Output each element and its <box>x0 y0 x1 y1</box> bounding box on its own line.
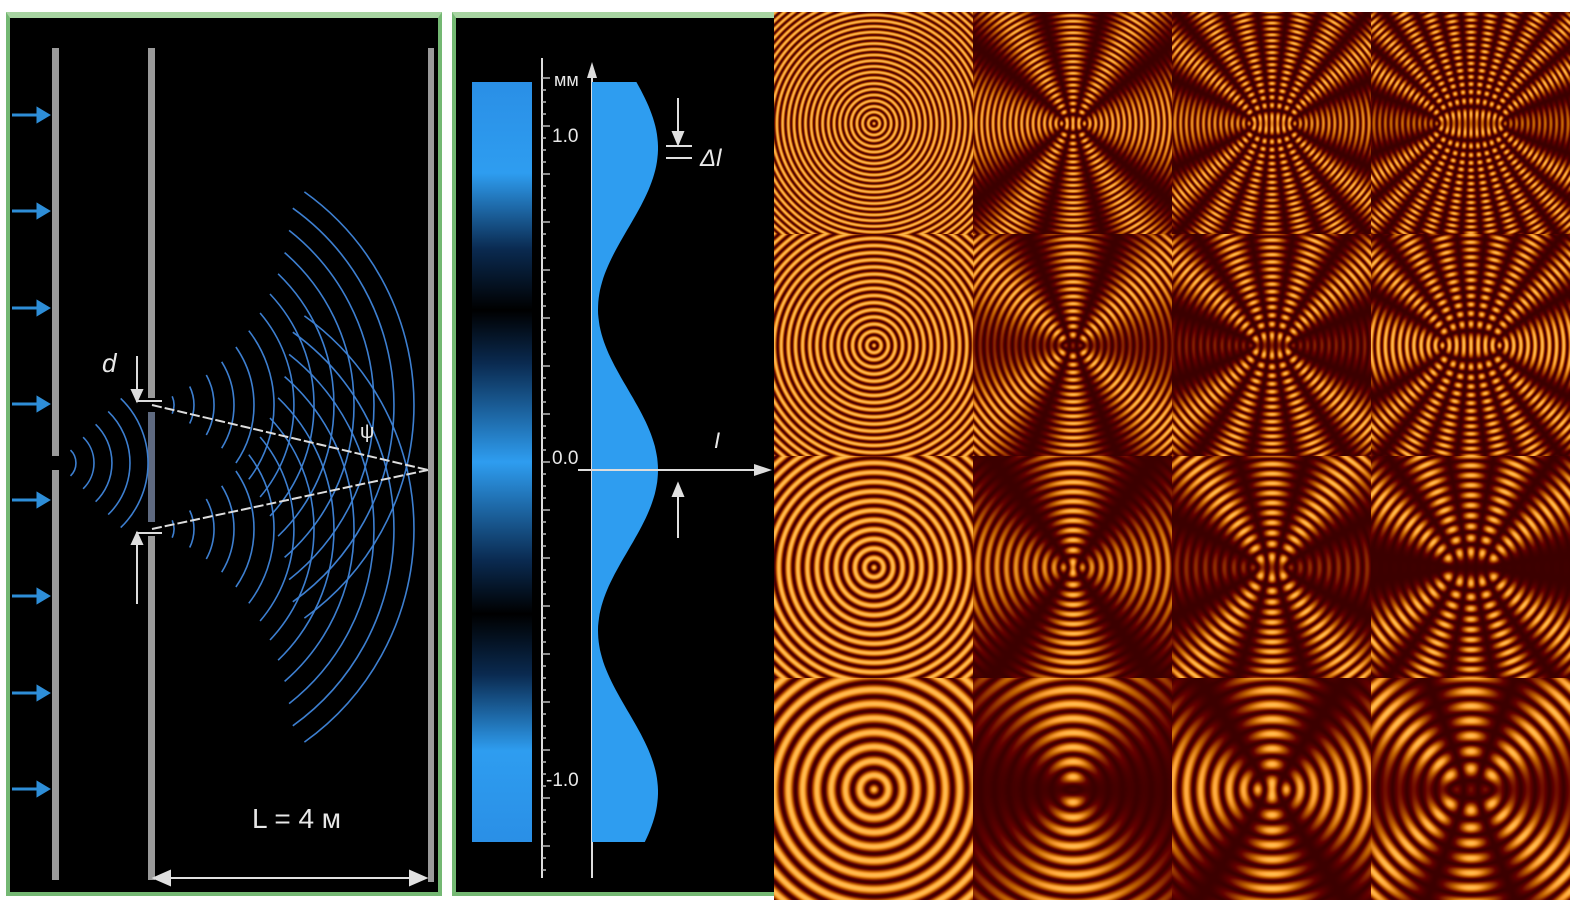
interference-pattern-tile <box>973 234 1172 456</box>
wavefronts <box>69 191 415 743</box>
second-screen-lower <box>148 536 155 880</box>
double-slit-diagram: d ψ L = 4 м <box>6 12 442 896</box>
fringe-strip <box>472 82 532 842</box>
arrow-icon <box>12 587 51 605</box>
first-screen-upper <box>52 48 59 456</box>
wavefront-arc <box>188 510 195 548</box>
arrow-icon <box>12 395 51 413</box>
wavefront-arc <box>171 395 175 415</box>
interference-pattern-tile <box>1371 678 1570 900</box>
incident-wave-arrows <box>12 106 51 798</box>
tick-label-top: 1.0 <box>552 126 578 147</box>
intensity-axis-label: I <box>714 428 720 453</box>
ray-upper <box>151 404 429 471</box>
ray-lines <box>151 404 429 530</box>
interference-pattern-tile <box>973 456 1172 678</box>
interference-pattern-tile <box>973 12 1172 234</box>
axis-unit-label: мм <box>554 70 579 90</box>
interference-pattern-tile <box>1371 234 1570 456</box>
wavefront-arc <box>288 229 375 581</box>
wavefront-arc <box>277 397 335 661</box>
wavefront-arc <box>205 498 215 560</box>
distance-label: L = 4 м <box>252 803 341 834</box>
double-slit-svg: d ψ L = 4 м <box>12 48 434 887</box>
interference-pattern-grid <box>774 12 1570 900</box>
wavefront-arc <box>205 374 215 436</box>
interference-pattern-tile <box>774 678 973 900</box>
wavefront-arc <box>120 397 149 529</box>
wavefront-arc <box>303 191 415 619</box>
wavefront-arc <box>292 207 395 603</box>
wavefront-arc <box>82 436 95 490</box>
wavefront-arc <box>107 410 131 516</box>
intensity-x-arrow-icon <box>754 464 772 476</box>
wavefront-arc <box>269 293 315 517</box>
interference-pattern-tile <box>1172 678 1371 900</box>
interference-pattern-tile <box>1371 12 1570 234</box>
arrow-icon <box>12 491 51 509</box>
arrow-icon <box>12 780 51 798</box>
fringe-spacing-label: Δl <box>699 145 722 172</box>
slit-distance-label: d <box>102 348 118 378</box>
interference-pattern-tile <box>774 456 973 678</box>
observation-screen <box>428 48 434 882</box>
interference-pattern-tile <box>1172 456 1371 678</box>
distance-arrow <box>151 869 429 887</box>
wavefront-arc <box>259 312 295 498</box>
wavefront-arc <box>277 273 335 537</box>
interference-pattern-tile <box>774 12 973 234</box>
interference-pattern-tile <box>973 678 1172 900</box>
wavefront-arc <box>221 485 235 573</box>
arrow-icon <box>12 684 51 702</box>
intensity-curve <box>592 82 658 842</box>
arrow-icon <box>12 202 51 220</box>
wavefront-arc <box>235 346 255 464</box>
wavefront-arc <box>292 331 395 727</box>
second-screen-upper <box>148 48 155 398</box>
scale-ticks <box>542 77 550 871</box>
wavefront-arc <box>284 375 355 683</box>
interference-pattern-tile <box>1172 12 1371 234</box>
wavefront-arc <box>269 417 315 641</box>
arrow-icon <box>12 106 51 124</box>
wavefront-arc <box>284 251 355 559</box>
tick-label-bottom: -1.0 <box>546 770 579 791</box>
wavefront-arc <box>188 386 195 424</box>
wavefront-arc <box>248 330 275 480</box>
second-screen-middle <box>148 412 155 522</box>
fringe-intensity-svg: мм 1.0 0.0 -1.0 I Δl <box>472 58 772 878</box>
wavefront-arc <box>69 449 77 477</box>
wavefront-arc <box>95 423 113 503</box>
angle-label: ψ <box>360 421 374 443</box>
intensity-y-arrow <box>587 62 597 78</box>
wavefront-arc <box>235 470 255 588</box>
ray-lower <box>151 469 429 530</box>
wavefront-arc <box>288 353 375 705</box>
wavefront-arc <box>248 454 275 604</box>
wavefront-arc <box>221 361 235 449</box>
slit-distance-marker <box>130 356 162 604</box>
fringe-spacing-marker <box>666 98 692 538</box>
interference-pattern-tile <box>1172 234 1371 456</box>
fringe-intensity-panel: мм 1.0 0.0 -1.0 I Δl <box>452 12 774 896</box>
first-screen-lower <box>52 470 59 880</box>
interference-pattern-tile <box>1371 456 1570 678</box>
wavefront-arc <box>171 519 175 539</box>
wavefront-arc <box>259 436 295 622</box>
tick-label-mid: 0.0 <box>552 448 578 469</box>
wavefront-arc <box>303 315 415 743</box>
arrow-icon <box>12 299 51 317</box>
interference-pattern-tile <box>774 234 973 456</box>
